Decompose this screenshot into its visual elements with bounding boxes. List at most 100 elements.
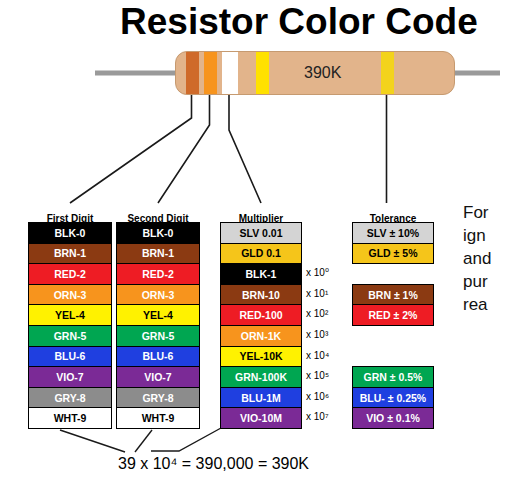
cell-text: RED-2 xyxy=(54,268,86,280)
cell-text: RED-2 xyxy=(142,268,174,280)
cell-text: BRN-1 xyxy=(54,247,86,259)
color-cell: GRY-8 xyxy=(116,387,200,409)
cell-text: GRY-8 xyxy=(54,392,85,404)
cell-text: RED ± 2% xyxy=(369,309,418,321)
color-cell: ORN-1K xyxy=(220,325,302,347)
cropped-note: and xyxy=(463,249,491,269)
color-cell: VIO-7 xyxy=(116,366,200,388)
exponent-label: x 10¹ xyxy=(306,284,328,305)
cell-text: BLK-0 xyxy=(55,227,86,239)
formula-leader xyxy=(60,430,125,452)
color-cell: ORN-3 xyxy=(28,284,112,306)
cell-text: GRN ± 0.5% xyxy=(364,371,423,383)
color-cell: RED-2 xyxy=(28,263,112,285)
cropped-note: pur xyxy=(463,272,488,292)
color-band xyxy=(381,52,394,95)
exponent-bracket xyxy=(151,428,221,451)
cell-text: BLU-6 xyxy=(143,350,174,362)
cell-text: YEL-4 xyxy=(55,309,85,321)
cell-text: VIO ± 0.1% xyxy=(366,412,420,424)
color-band xyxy=(204,52,217,95)
leader-line xyxy=(158,95,210,203)
color-cell: YEL-4 xyxy=(116,304,200,326)
color-cell: RED-2 xyxy=(116,263,200,285)
cell-text: YEL-10K xyxy=(239,350,282,362)
color-cell: BLU-6 xyxy=(116,346,200,368)
color-cell: BLU-6 xyxy=(28,346,112,368)
formula: 39 x 10⁴ = 390,000 = 390K xyxy=(118,455,309,473)
color-band xyxy=(256,52,269,95)
color-cell: BRN-1 xyxy=(28,243,112,265)
cell-text: GRN-5 xyxy=(54,330,87,342)
color-cell: BLU-1M xyxy=(220,387,302,409)
cell-text: VIO-10M xyxy=(240,412,282,424)
diagram-title: Resistor Color Code xyxy=(120,2,478,42)
color-cell: WHT-9 xyxy=(116,407,200,429)
color-cell: RED ± 2% xyxy=(352,304,434,326)
color-cell: BLK-0 xyxy=(28,222,112,244)
code-column: MultiplierSLV 0.01GLD 0.1BLK-1BRN-10RED-… xyxy=(220,203,302,429)
cell-text: GRN-100K xyxy=(235,371,287,383)
cell-text: ORN-3 xyxy=(142,289,175,301)
exponent-label: x 10⁵ xyxy=(306,366,329,387)
color-cell: GRN-5 xyxy=(28,325,112,347)
color-cell: VIO-10M xyxy=(220,407,302,429)
cell-text: VIO-7 xyxy=(56,371,83,383)
cell-text: GLD 0.1 xyxy=(241,247,281,259)
cell-text: GRN-5 xyxy=(142,330,175,342)
cropped-note: For xyxy=(463,203,489,223)
cell-text: WHT-9 xyxy=(54,412,87,424)
color-cell: SLV ± 10% xyxy=(352,222,434,244)
cell-text: SLV 0.01 xyxy=(240,227,283,239)
cell-text: ORN-3 xyxy=(54,289,87,301)
exponent-label: x 10⁶ xyxy=(306,387,329,408)
cell-text: YEL-4 xyxy=(143,309,173,321)
cell-text: BRN-1 xyxy=(142,247,174,259)
color-cell: YEL-10K xyxy=(220,346,302,368)
cell-text: GRY-8 xyxy=(142,392,173,404)
color-cell: BRN-1 xyxy=(116,243,200,265)
exponent-label: x 10⁰ xyxy=(306,263,329,284)
cropped-note: rea xyxy=(463,295,488,315)
cell-text: SLV ± 10% xyxy=(367,227,419,239)
cell-text: ORN-1K xyxy=(241,330,281,342)
color-cell: BLK-0 xyxy=(116,222,200,244)
formula-leader xyxy=(135,430,152,452)
color-cell: BLU- ± 0.25% xyxy=(352,387,434,409)
cell-text: GLD ± 5% xyxy=(369,247,418,259)
cell-text: BLU- ± 0.25% xyxy=(360,392,426,404)
color-cell: GRN ± 0.5% xyxy=(352,366,434,388)
cell-text: BLU-6 xyxy=(55,350,86,362)
exponent-label: x 10² xyxy=(306,304,328,325)
color-cell: GLD 0.1 xyxy=(220,243,302,265)
leader-line xyxy=(70,95,192,203)
color-cell: BRN ± 1% xyxy=(352,284,434,306)
cell-text: WHT-9 xyxy=(142,412,175,424)
resistor-body: 390K xyxy=(175,51,455,95)
color-cell: BRN-10 xyxy=(220,284,302,306)
color-cell: GRY-8 xyxy=(28,387,112,409)
leader-line xyxy=(386,95,388,203)
color-cell: RED-100 xyxy=(220,304,302,326)
leader-line xyxy=(229,95,261,203)
color-cell: YEL-4 xyxy=(28,304,112,326)
color-cell: GLD ± 5% xyxy=(352,243,434,265)
color-cell: BLK-1 xyxy=(220,263,302,285)
color-cell: GRN-5 xyxy=(116,325,200,347)
cell-text: VIO-7 xyxy=(144,371,171,383)
cell-text: RED-100 xyxy=(239,309,282,321)
color-cell: VIO ± 0.1% xyxy=(352,407,434,429)
cell-text: BLK-0 xyxy=(143,227,174,239)
exponent-label: x 10³ xyxy=(306,325,328,346)
color-cell: VIO-7 xyxy=(28,366,112,388)
color-cell: SLV 0.01 xyxy=(220,222,302,244)
cropped-note: ign xyxy=(463,226,486,246)
color-band xyxy=(186,52,199,95)
code-column: Second DigitBLK-0BRN-1RED-2ORN-3YEL-4GRN… xyxy=(116,203,200,429)
cell-text: BLU-1M xyxy=(241,392,281,404)
cell-text: BRN-10 xyxy=(242,289,280,301)
color-cell: WHT-9 xyxy=(28,407,112,429)
color-cell: ORN-3 xyxy=(116,284,200,306)
code-column: First DigitBLK-0BRN-1RED-2ORN-3YEL-4GRN-… xyxy=(28,203,112,429)
